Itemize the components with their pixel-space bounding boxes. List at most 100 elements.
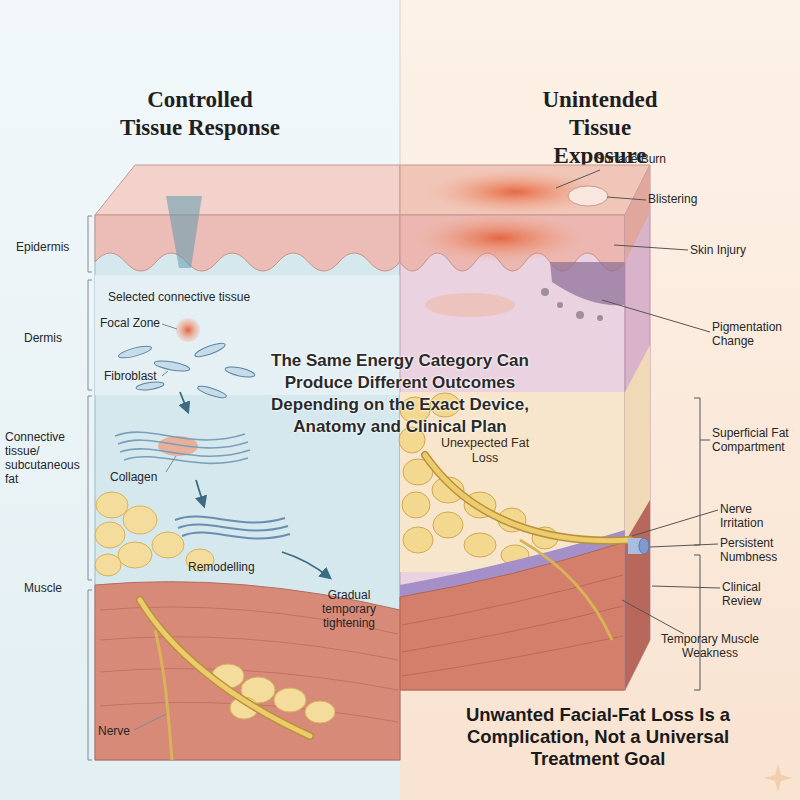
heated-collagen — [158, 436, 198, 456]
pigment-spot — [576, 311, 584, 319]
collagen-fibre — [178, 525, 288, 531]
fat-cell — [498, 508, 526, 532]
front-face — [95, 215, 400, 760]
fat-cell — [118, 542, 152, 568]
injury-name: Skin Injury — [690, 243, 780, 257]
part-name: Superficial Fat Compartment — [712, 426, 800, 454]
fat-cell — [532, 527, 558, 549]
deep-fat-lobules — [212, 664, 335, 723]
focal-zone — [176, 318, 200, 342]
skin-top-face — [95, 165, 400, 215]
fat-cell — [274, 688, 306, 712]
skin-injury — [415, 214, 585, 262]
muscle-layer — [95, 582, 400, 760]
fat-cell — [96, 492, 128, 518]
epidermis-layer — [95, 215, 400, 271]
part-name: Nerve — [98, 724, 158, 738]
leader-line — [614, 245, 688, 250]
collagen-fibre — [124, 457, 248, 464]
side-face — [625, 165, 650, 690]
muscle-fibre — [100, 637, 398, 660]
key-message: The Same Energy Category Can Produce Dif… — [240, 350, 560, 438]
fat-cell — [305, 701, 335, 723]
process-arrow — [180, 392, 188, 412]
layer-name: Dermis — [24, 331, 84, 345]
process-name: Remodelling — [188, 560, 288, 574]
leader-line — [607, 197, 646, 200]
part-name: Collagen — [110, 470, 180, 484]
fat-cell — [241, 677, 275, 703]
layer-name: Epidermis — [16, 240, 86, 254]
injury-name: Nerve Irritation — [720, 502, 798, 530]
fibroblast-cell — [154, 359, 191, 373]
surface-burn — [427, 170, 603, 214]
skin-top-face — [400, 165, 650, 215]
layer-bracket — [88, 216, 92, 760]
side-muscle — [625, 500, 650, 690]
fat-bracket — [694, 398, 710, 545]
part-name: Focal Zone — [100, 316, 170, 330]
muscle-fibre — [100, 702, 398, 722]
muscle-bracket — [694, 555, 700, 690]
injury-name: Blistering — [648, 192, 728, 206]
fascia-layer — [400, 530, 625, 597]
left-tissue-block — [88, 165, 400, 760]
muscle-layer — [400, 542, 625, 690]
nerve-branch — [155, 630, 172, 760]
nerve-outline — [425, 455, 630, 541]
nerve-tube — [628, 538, 644, 554]
muscle-fibre — [402, 606, 623, 652]
fat-cell — [432, 477, 464, 503]
fibroblast-cell — [118, 344, 153, 361]
leader-line — [632, 510, 718, 536]
collagen-fibre — [175, 517, 285, 523]
collagen-fibre — [115, 432, 245, 440]
leader-line — [650, 544, 718, 547]
nerve-outline — [140, 600, 310, 736]
fat-cell — [402, 492, 430, 518]
part-name: Fibroblast — [104, 369, 174, 383]
fibroblast-cell — [197, 384, 228, 400]
fat-cell — [123, 506, 157, 534]
collagen-fibre — [182, 533, 290, 539]
leader-line — [652, 586, 720, 588]
injury-name: Unexpected Fat Loss — [430, 436, 540, 466]
collagen-fibre — [118, 440, 248, 448]
fat-cell — [95, 554, 121, 576]
fat-cell — [403, 527, 433, 553]
epidermis-layer — [400, 215, 625, 271]
leader-line — [602, 300, 710, 332]
side-epidermis — [625, 165, 650, 262]
fat-cell — [230, 697, 258, 719]
action-note: Clinical Review — [722, 580, 798, 608]
fat-cell — [95, 522, 125, 548]
process-arrow — [196, 480, 204, 506]
outcome-note: Gradual temporary tightening — [300, 588, 398, 630]
injury-name: Persistent Numbness — [720, 536, 798, 564]
leader-line — [162, 324, 177, 329]
fat-cell — [212, 664, 244, 688]
injury-name: Temporary Muscle Weakness — [650, 632, 770, 660]
muscle-fibre — [402, 575, 623, 625]
injury-name: Surface Burn — [596, 152, 696, 166]
leader-line — [622, 600, 684, 634]
muscle-fibres — [402, 575, 623, 676]
irritated-nerve — [425, 455, 630, 541]
collagen-fibre — [120, 449, 250, 456]
collagen-bundle — [115, 432, 250, 463]
layer-name: Muscle — [24, 581, 84, 595]
leader-line — [556, 170, 600, 188]
nerve-fibre — [140, 600, 310, 736]
pigmentation-band — [550, 262, 625, 305]
fibroblast-cell — [224, 365, 255, 379]
pigment-spot — [557, 302, 563, 308]
energy-beam — [166, 196, 202, 268]
muscle-fibre — [402, 636, 623, 676]
injury-name: Pigmentation Change — [712, 320, 798, 348]
muscle-fibre — [100, 669, 398, 690]
nerve-tube-end — [639, 538, 649, 554]
leader-line — [134, 714, 166, 730]
leader-line — [162, 371, 168, 376]
nerve-branch — [520, 540, 612, 640]
